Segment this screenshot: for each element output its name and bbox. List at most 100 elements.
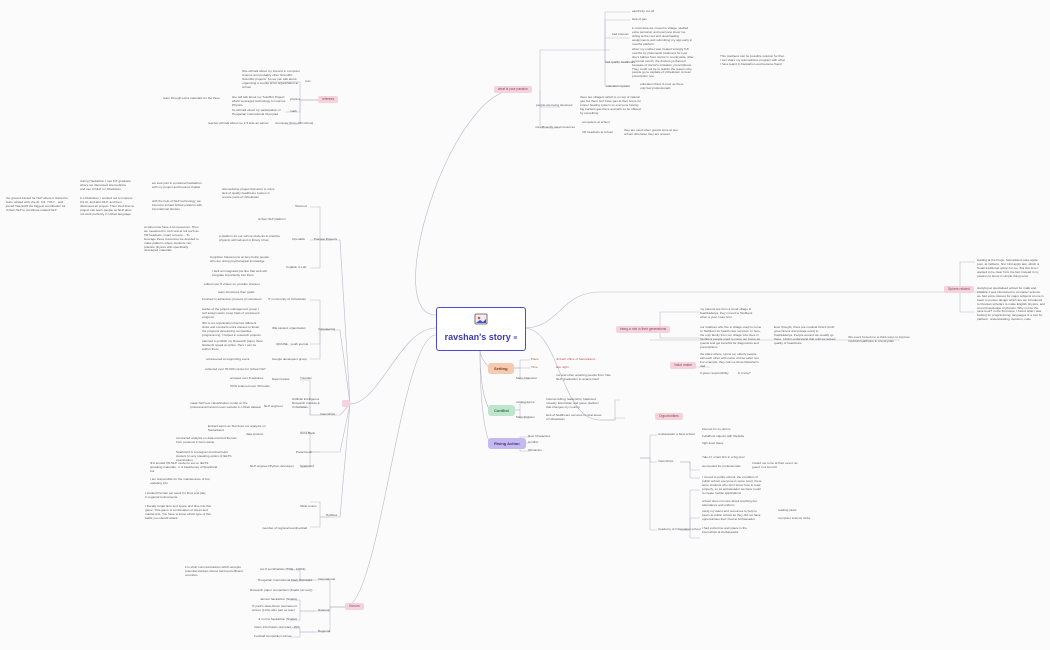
rising-obstacles: Obstacles — [528, 448, 542, 452]
lm-item-35: Tutorials — [300, 376, 312, 380]
rf-item-1: studying at specialised school for math … — [977, 286, 1045, 322]
root-node[interactable]: ravshan's story ≡ — [436, 307, 526, 351]
lm-item-42: NLP engineer/Python developer — [250, 464, 294, 468]
tag-honors[interactable]: Honors — [345, 603, 364, 610]
setting-character-value: me and other amazing people from Yale NL… — [556, 373, 611, 381]
setting-time-value: late night — [556, 365, 569, 369]
rm-item-21: computer science clubs — [778, 516, 811, 520]
top-item-10: there are villagers which is on top of n… — [580, 95, 642, 115]
lm-item-29: Data Curator — [272, 377, 290, 381]
top-item-11: not efficiently used resources — [535, 125, 576, 129]
lm-item-2: telemedicine project that aims to solve … — [222, 187, 275, 199]
lm-item-28: scraped over 8 websites — [230, 376, 264, 380]
setting-place-label: Place — [531, 357, 539, 361]
lt-item-7: counselor (from 2/M school) — [275, 121, 314, 125]
rm-item-15: Invited me to be at their event 'as gues… — [752, 461, 798, 469]
rm-item-11: build/host objects with Website — [702, 434, 745, 438]
lt-item-2: she will talk about my TutorBot Project … — [232, 95, 286, 107]
lm-item-47: I studied Persian per week for films and… — [145, 491, 206, 499]
lb-item-3: Hungarian International Math Olympiad — [258, 578, 312, 582]
rising-new-characters: New Characters — [528, 434, 551, 438]
lm-item-7: at school we have a lot resources. Then … — [144, 225, 199, 253]
top-item-13: VR headsets at school — [582, 130, 613, 134]
top-item-8: education there is poor as there only fe… — [640, 82, 684, 90]
lm-item-15: edited over 8 videos on youtube channel — [204, 282, 260, 286]
lm-item-14: Passion Projects — [314, 237, 338, 241]
tag-what-is-passion[interactable]: what is your passion — [494, 86, 532, 93]
lm-item-13: CogEdu X-Lab — [286, 265, 307, 269]
lm-item-6: Uzbek NLP platform — [258, 217, 286, 221]
tag-right-goal[interactable]: Sphere related — [944, 286, 974, 293]
lm-item-34: Internships — [320, 412, 336, 416]
top-item-6: This madness can be possible solution fo… — [720, 54, 785, 66]
section-rising-action[interactable]: Rising Action — [488, 438, 526, 449]
top-item-4: bad quality healthcare — [605, 60, 636, 64]
rm-item-13: Yale AI, smart first in a big pool — [702, 455, 745, 459]
rf-item-0: leading at the fringe, Samarkand Lake ap… — [977, 258, 1040, 278]
rm-item-2: Ever thought, there are medical clinics … — [774, 325, 836, 345]
lm-item-24: volunteered at supporting event — [206, 357, 250, 361]
setting-character-label: Main Character — [516, 376, 538, 380]
top-item-9: people are being deceived — [536, 103, 573, 107]
setting-place-value: Jizzakh office of Samarkand... — [556, 357, 598, 361]
lb-item-4: Research paper competition (finalist (at… — [250, 588, 313, 592]
top-item-12: computers at school — [582, 120, 610, 124]
lt-item-0: She will talk about my interest in compu… — [242, 69, 300, 89]
lm-item-43: SparkGrid — [300, 464, 314, 468]
rm-item-3: this event forced me to think ways to im… — [848, 335, 910, 343]
lm-item-31: made NLP text classification model on th… — [190, 401, 262, 409]
lm-item-10: I built an integrated pie line that web … — [212, 269, 267, 277]
lm-item-0: during Hackathon I met KIT graduate wher… — [80, 179, 131, 191]
rm-item-6: is it why? — [738, 371, 751, 375]
rm-item-17: school does not care about anything but … — [702, 499, 757, 507]
lm-item-32: NLP engineer — [264, 404, 283, 408]
lb-item-2: International — [318, 577, 336, 581]
conflict-inciting-label: Inciting Force — [516, 400, 535, 404]
tag-journey[interactable]: being a role in their generations — [616, 326, 671, 333]
top-item-14: they are used when guests were at one sc… — [624, 128, 679, 136]
rm-item-1: our relatives who live in village used t… — [700, 325, 762, 349]
tag-value-maker[interactable]: Value maker — [670, 362, 697, 369]
lb-item-6: IT park's data-driven tournament winner … — [252, 604, 297, 612]
lb-item-11: Football competition winner — [254, 634, 292, 638]
tag-ecs[interactable] — [342, 400, 350, 407]
lm-item-51: Football — [296, 526, 308, 530]
lm-item-41: first lended VN NLP model to set on IELT… — [150, 461, 218, 473]
lt-item-3: he will talk about my participation in H… — [232, 108, 281, 116]
section-setting[interactable]: Setting — [488, 363, 514, 374]
lb-item-0: it is short communications which accepts… — [185, 565, 243, 577]
conflict-main-label: Main Problem — [516, 415, 536, 419]
rm-item-19: I had extra time and space in the intern… — [702, 526, 747, 534]
lm-item-22: planned to publish my Research paper the… — [202, 339, 264, 351]
lb-item-7: National — [318, 608, 330, 612]
lm-item-50: member of regional team — [262, 526, 297, 530]
conflict-inciting-value: Internet telling, leadership, balanced m… — [546, 397, 599, 409]
lm-item-19: IT community of Uzbekistan — [268, 297, 307, 301]
rm-item-14: succeeded for professionals — [702, 464, 741, 468]
lb-item-10: Regional — [318, 629, 331, 633]
lm-item-9: Cognitive Classrooms an Eco helps people… — [210, 255, 269, 263]
rm-item-9: Academy of Information school — [658, 527, 701, 531]
lm-item-3: the ground trained for NLP where it star… — [6, 196, 68, 212]
rm-item-4: the place where I grew up, elderly peopl… — [700, 352, 760, 368]
lm-item-17: involved in admission process of volunte… — [202, 297, 262, 301]
lt-item-1: learn through extra materials for the th… — [163, 96, 220, 100]
lm-item-11: Telemed — [295, 204, 307, 208]
tag-referees[interactable]: referees — [318, 96, 339, 103]
section-conflict[interactable]: Conflict — [488, 405, 515, 416]
tag-opportunities[interactable]: Opportunities — [655, 413, 683, 420]
rm-item-20: reading clubs — [778, 508, 797, 512]
rm-item-5: It gives responsibility — [700, 371, 729, 375]
lm-item-12: OpenEdu — [292, 237, 306, 241]
lm-item-18: leader of the project management group I… — [202, 307, 260, 319]
lm-item-49: Table tennis — [300, 504, 317, 508]
rm-item-16: I moved to public school, the condition … — [702, 475, 762, 495]
lm-item-16: team structures their goals — [218, 290, 255, 294]
lb-item-8: Jr norms hackathon (finalist) — [258, 617, 297, 621]
lm-item-48: I literally forget time and space and di… — [145, 504, 212, 520]
lm-item-37: data product — [246, 432, 264, 436]
lt-item-6: math — [290, 109, 297, 113]
conflict-main-value: lack of healthcare services in rural are… — [546, 413, 602, 421]
top-item-2: bad Internet — [612, 32, 629, 36]
